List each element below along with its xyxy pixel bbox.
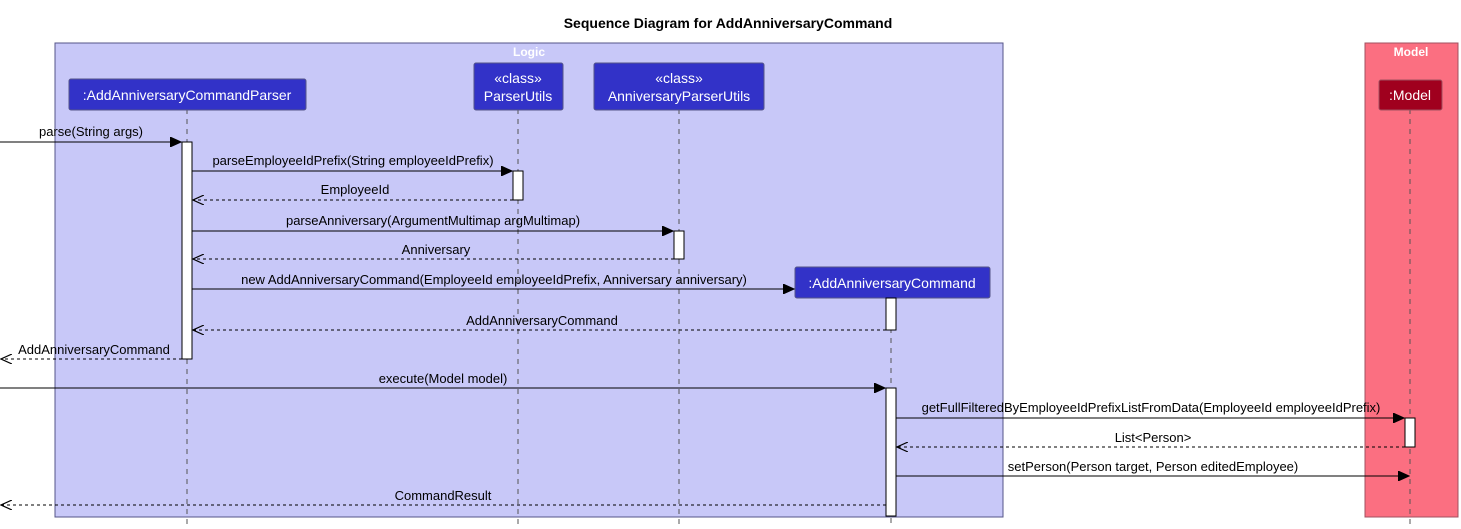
message-13: CommandResult <box>1 488 886 505</box>
message-5: Anniversary <box>193 242 674 259</box>
message-label: new AddAnniversaryCommand(EmployeeId emp… <box>241 272 747 287</box>
message-8: AddAnniversaryCommand <box>1 342 182 359</box>
message-label: CommandResult <box>395 488 492 503</box>
message-9: execute(Model model) <box>0 371 885 388</box>
message-1: parse(String args) <box>0 124 181 142</box>
logic-group-label: Logic <box>513 45 545 59</box>
participant-label: ParserUtils <box>484 88 552 104</box>
message-label: parseAnniversary(ArgumentMultimap argMul… <box>286 213 580 228</box>
message-11: List<Person> <box>897 430 1405 447</box>
participant-label: :AddAnniversaryCommandParser <box>83 87 292 103</box>
participant-addanniversarycommandparser: :AddAnniversaryCommandParser <box>68 78 307 111</box>
participant-label: AnniversaryParserUtils <box>608 88 750 104</box>
message-label: setPerson(Person target, Person editedEm… <box>1008 459 1299 474</box>
participant-label: :Model <box>1389 87 1431 103</box>
participant-stereotype: «class» <box>655 70 703 86</box>
message-10: getFullFilteredByEmployeeIdPrefixListFro… <box>896 400 1404 418</box>
message-label: AddAnniversaryCommand <box>18 342 170 357</box>
message-6: new AddAnniversaryCommand(EmployeeId emp… <box>192 272 794 289</box>
message-label: execute(Model model) <box>379 371 508 386</box>
activation-parser <box>181 141 193 360</box>
activation-parserutils <box>512 170 524 201</box>
diagram-title: Sequence Diagram for AddAnniversaryComma… <box>564 15 893 31</box>
message-12: setPerson(Person target, Person editedEm… <box>896 459 1409 476</box>
participant-label: :AddAnniversaryCommand <box>808 275 975 291</box>
message-7: AddAnniversaryCommand <box>193 313 886 330</box>
message-2: parseEmployeeIdPrefix(String employeeIdP… <box>192 153 512 171</box>
message-label: AddAnniversaryCommand <box>466 313 618 328</box>
activation-model <box>1404 417 1416 448</box>
activation-command-create <box>885 297 897 331</box>
message-3: EmployeeId <box>193 182 513 200</box>
message-label: EmployeeId <box>321 182 390 197</box>
message-4: parseAnniversary(ArgumentMultimap argMul… <box>192 213 673 231</box>
model-group-label: Model <box>1394 45 1429 59</box>
participant-anniversaryparserutils: «class» AnniversaryParserUtils <box>593 62 765 111</box>
activation-command-execute <box>885 387 897 517</box>
message-label: List<Person> <box>1115 430 1192 445</box>
participant-parserutils: «class» ParserUtils <box>473 62 564 111</box>
participant-addanniversarycommand: :AddAnniversaryCommand <box>794 266 991 299</box>
message-label: parseEmployeeIdPrefix(String employeeIdP… <box>212 153 493 168</box>
message-label: getFullFilteredByEmployeeIdPrefixListFro… <box>922 400 1381 415</box>
activation-anniversaryparserutils <box>673 230 685 260</box>
message-label: parse(String args) <box>39 124 143 139</box>
participant-model: :Model <box>1378 79 1443 111</box>
message-label: Anniversary <box>402 242 471 257</box>
participant-stereotype: «class» <box>494 70 542 86</box>
